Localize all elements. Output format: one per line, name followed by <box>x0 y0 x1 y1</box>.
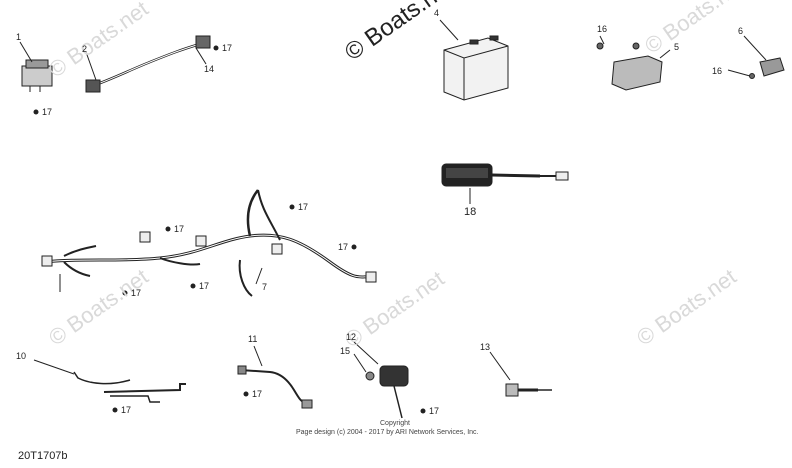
callout-12: 12 <box>346 332 357 342</box>
part-6-sensor[interactable] <box>727 35 785 79</box>
callout-18: 18 <box>464 206 477 218</box>
callout-17: 17 <box>199 281 210 291</box>
callout-2: 2 <box>82 44 88 54</box>
part-1-relay[interactable] <box>19 41 53 92</box>
callout-17: 17 <box>174 224 185 234</box>
callout-17: 17 <box>298 202 309 212</box>
callout-10: 10 <box>16 351 27 361</box>
callout-16: 16 <box>597 24 608 34</box>
callout-17: 17 <box>42 107 53 117</box>
callout-15: 15 <box>340 346 351 356</box>
callout-17: 17 <box>429 406 440 416</box>
part-5-regulator[interactable] <box>596 35 671 91</box>
callout-14: 14 <box>204 64 215 74</box>
callout-13: 13 <box>480 342 491 352</box>
copyright-label: Copyright <box>380 420 410 427</box>
diagram-code: 20T1707b <box>18 450 68 462</box>
callout-1: 1 <box>16 32 22 42</box>
part-13-sensor[interactable] <box>489 351 552 397</box>
callout-5: 5 <box>674 42 680 52</box>
callout-17: 17 <box>131 288 142 298</box>
callout-17: 17 <box>252 389 263 399</box>
fastener-markers <box>33 45 426 414</box>
callout-7: 7 <box>262 282 268 292</box>
part-4-battery[interactable] <box>439 19 509 101</box>
part-7-wiring-harness[interactable] <box>41 189 377 297</box>
callout-6: 6 <box>738 26 744 36</box>
part-12-switch[interactable] <box>353 341 409 419</box>
callout-17: 17 <box>121 405 132 415</box>
page-design-credit: Page design (c) 2004 - 2017 by ARI Netwo… <box>296 429 479 436</box>
callout-4: 4 <box>434 8 440 18</box>
callout-17: 17 <box>338 242 349 252</box>
callout-17: 17 <box>222 43 233 53</box>
callout-16: 16 <box>712 66 723 76</box>
part-10-cable[interactable] <box>33 359 186 403</box>
part-2-cable[interactable] <box>85 35 211 93</box>
part-18-module[interactable] <box>441 163 569 204</box>
callout-11: 11 <box>248 334 258 344</box>
part-11-sensor-lead[interactable] <box>237 345 313 409</box>
